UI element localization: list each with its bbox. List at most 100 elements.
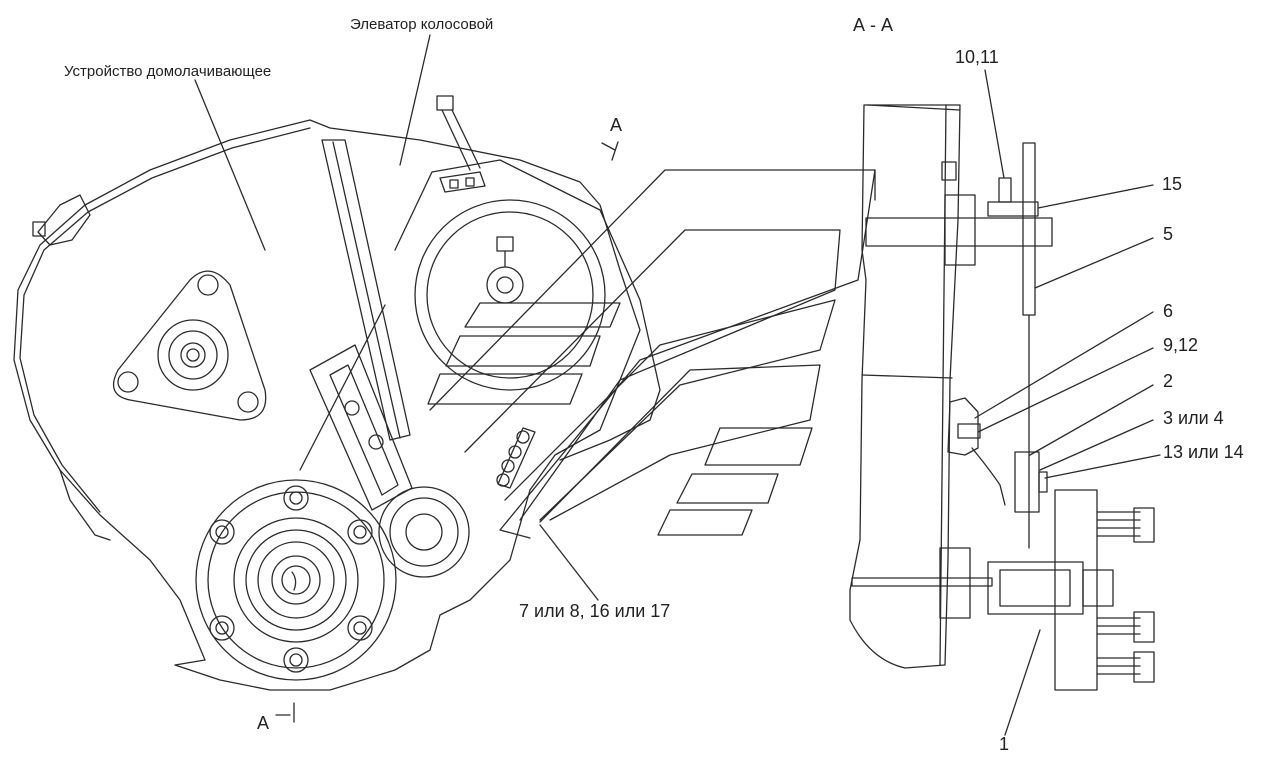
section-cut-top — [611, 141, 619, 161]
tensioner-block-2 — [465, 177, 475, 187]
clamp-body — [1014, 451, 1040, 513]
plate-block-5 — [676, 473, 779, 504]
elevator-sprocket-outer — [414, 199, 606, 391]
clamp-tab — [1038, 471, 1048, 493]
plate-bolt-1 — [344, 400, 360, 416]
chevron-outline-inner — [464, 229, 841, 521]
plate-leader — [299, 304, 386, 471]
tensioner-bracket — [439, 171, 486, 193]
housing-inner-edge — [19, 127, 311, 513]
large-pulley-hub-3 — [257, 541, 335, 619]
section-wall-mid — [861, 374, 953, 379]
spring-bottom — [1096, 651, 1155, 683]
leader-7-8-16-17 — [539, 524, 599, 601]
plate-block-4 — [704, 427, 813, 466]
flange-hub-nut — [180, 342, 206, 368]
label-callout-10-11: 10,11 — [955, 47, 999, 67]
section-wall — [849, 104, 961, 669]
vertical-rod — [1022, 142, 1036, 316]
section-arrow-top — [601, 142, 616, 151]
flange-hole-top — [197, 274, 219, 296]
leader-13-14 — [1044, 454, 1161, 479]
tensioner-nut — [436, 95, 454, 111]
label-callout-15: 15 — [1162, 174, 1183, 194]
label-callout-3-4: 3 или 4 — [1163, 408, 1224, 428]
leader-9-12 — [977, 347, 1154, 433]
section-a-a-view — [849, 69, 1161, 736]
label-callout-2: 2 — [1163, 371, 1174, 391]
leader-5 — [1034, 237, 1154, 289]
small-pulley-mid — [389, 497, 459, 567]
tensioner-rod — [441, 109, 481, 171]
upper-flange — [944, 194, 976, 266]
eye-bolt-ring — [486, 266, 524, 304]
flange-hub-bore — [186, 348, 200, 362]
middle-bolt — [957, 423, 981, 439]
tensioner-block-1 — [449, 179, 459, 189]
leader-15 — [1037, 184, 1154, 209]
flange-hub-outer — [157, 319, 229, 391]
leader-10-11 — [984, 69, 1005, 179]
large-pulley-bore — [271, 555, 321, 605]
plate-block-3 — [427, 373, 583, 405]
eye-bolt-hole — [496, 276, 514, 294]
lower-cap — [1082, 569, 1114, 607]
label-section-mark-top: А — [610, 115, 623, 135]
middle-bracket — [947, 397, 979, 456]
leader-1 — [1004, 629, 1041, 736]
plate-bolt-2 — [368, 434, 384, 450]
left-assembly-view — [13, 95, 661, 723]
label-threshing-device: Устройство домолачивающее — [64, 63, 272, 80]
plate-block-1 — [464, 302, 621, 328]
spring-top — [1096, 507, 1155, 543]
small-pulley-outer — [378, 486, 470, 578]
small-pulley-inner — [405, 513, 443, 551]
label-section-mark-bottom: А — [257, 713, 270, 733]
label-callout-1: 1 — [999, 734, 1010, 754]
large-pulley-bolts — [209, 485, 373, 673]
lower-shaft — [851, 577, 993, 587]
middle-pipe — [971, 447, 1006, 506]
leader-3-4 — [1039, 419, 1154, 471]
eye-bolt-nut — [496, 236, 514, 252]
spring-middle — [1096, 611, 1155, 643]
triangular-flange — [112, 270, 267, 421]
label-callout-13-14: 13 или 14 — [1163, 442, 1244, 462]
label-callout-7-8-16-17: 7 или 8, 16 или 17 — [519, 601, 671, 621]
large-pulley-hub-1 — [233, 517, 359, 643]
label-callout-6: 6 — [1163, 301, 1174, 321]
large-pulley-key — [291, 571, 297, 591]
leader-threshing — [194, 79, 266, 251]
label-section-title: А - А — [853, 15, 894, 35]
large-pulley-hub-2 — [245, 529, 347, 631]
chain-lever — [496, 427, 536, 489]
leader-2 — [1029, 384, 1154, 456]
housing-outline — [13, 119, 641, 691]
label-callout-9-12: 9,12 — [1163, 335, 1199, 355]
label-callout-5: 5 — [1163, 224, 1174, 244]
plate-block-6 — [657, 509, 753, 536]
leader-6 — [974, 311, 1154, 419]
side-bracket — [37, 194, 91, 246]
lower-flange — [939, 547, 971, 619]
chevron-step-2 — [504, 299, 836, 521]
upper-shaft — [865, 217, 1053, 247]
flange-hole-left — [117, 371, 139, 393]
flange-hub-mid — [168, 330, 218, 380]
exploded-plates — [427, 169, 876, 539]
divider-line — [332, 141, 401, 439]
housing-belt-edge — [59, 469, 111, 541]
label-elevator: Элеватор колосовой — [350, 16, 494, 33]
plate-block-2 — [445, 335, 601, 367]
lower-housing — [1054, 489, 1098, 691]
leader-elevator — [399, 34, 431, 166]
section-wall-hatch-top — [867, 104, 961, 111]
elevator-sprocket-inner — [426, 211, 594, 379]
section-wall-inner — [939, 104, 947, 666]
upper-hub-plate — [987, 201, 1039, 217]
flange-hole-right — [237, 391, 259, 413]
large-pulley-outer — [195, 479, 397, 681]
chevron-step-1 — [539, 364, 821, 523]
